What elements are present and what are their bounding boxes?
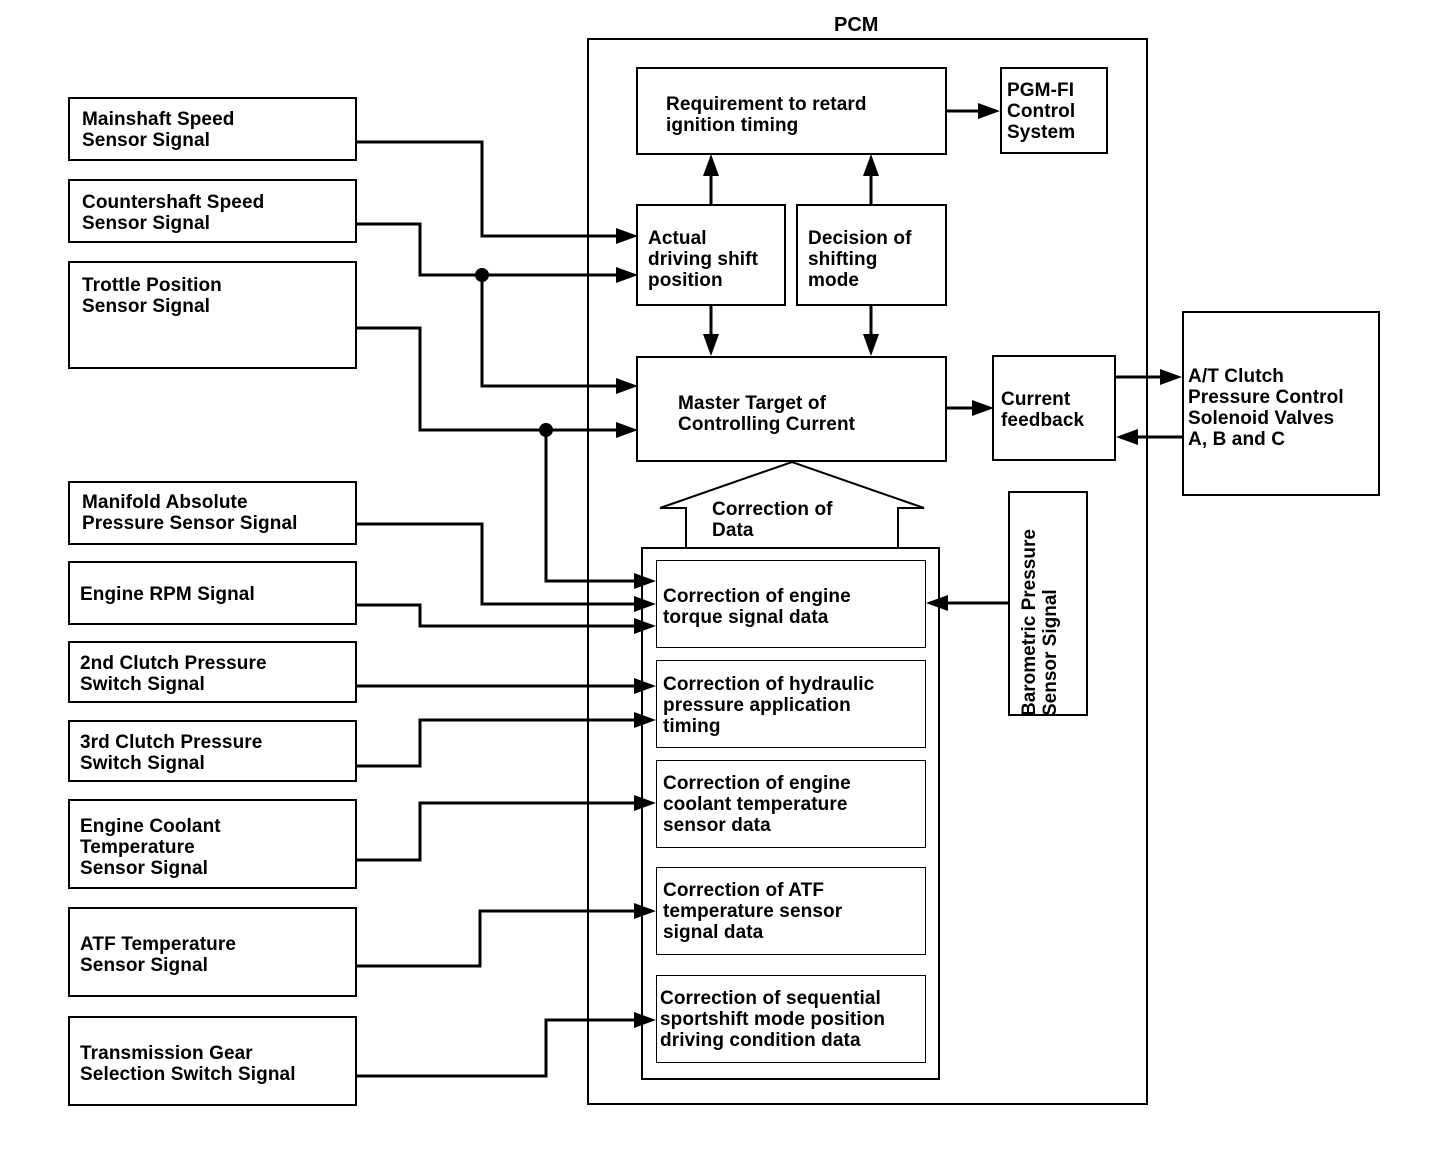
clutch2-switch-box: 2nd Clutch Pressure Switch Signal xyxy=(68,641,357,703)
throttle-position-sensor-label: Trottle Position Sensor Signal xyxy=(82,275,222,317)
clutch2-switch-label: 2nd Clutch Pressure Switch Signal xyxy=(80,653,267,695)
countershaft-speed-sensor-box: Countershaft Speed Sensor Signal xyxy=(68,179,357,243)
correction-hydraulic-label: Correction of hydraulic pressure applica… xyxy=(663,674,875,737)
gear-selection-switch-label: Transmission Gear Selection Switch Signa… xyxy=(80,1043,296,1085)
mainshaft-speed-sensor-box: Mainshaft Speed Sensor Signal xyxy=(68,97,357,161)
retard-ignition-label: Requirement to retard ignition timing xyxy=(666,94,867,136)
mainshaft-speed-sensor-label: Mainshaft Speed Sensor Signal xyxy=(82,109,235,151)
engine-rpm-box: Engine RPM Signal xyxy=(68,561,357,625)
throttle-position-sensor-box: Trottle Position Sensor Signal xyxy=(68,261,357,369)
gear-selection-switch-box: Transmission Gear Selection Switch Signa… xyxy=(68,1016,357,1106)
pgmfi-control-system-box: PGM-FI Control System xyxy=(1000,67,1108,154)
countershaft-speed-sensor-label: Countershaft Speed Sensor Signal xyxy=(82,192,265,234)
correction-hydraulic-box: Correction of hydraulic pressure applica… xyxy=(656,660,926,748)
map-sensor-box: Manifold Absolute Pressure Sensor Signal xyxy=(68,481,357,545)
correction-group-frame xyxy=(641,547,940,1080)
retard-ignition-box: Requirement to retard ignition timing xyxy=(636,67,947,155)
pgmfi-control-system-label: PGM-FI Control System xyxy=(1007,80,1076,143)
solenoid-valves-label: A/T Clutch Pressure Control Solenoid Val… xyxy=(1188,366,1344,450)
correction-atf-box: Correction of ATF temperature sensor sig… xyxy=(656,867,926,955)
actual-shift-position-box: Actual driving shift position xyxy=(636,204,786,306)
correction-sequential-label: Correction of sequential sportshift mode… xyxy=(660,988,886,1051)
arrowhead xyxy=(1160,369,1182,385)
map-sensor-label: Manifold Absolute Pressure Sensor Signal xyxy=(82,492,298,534)
pcm-frame xyxy=(587,38,1148,1105)
correction-sequential-box: Correction of sequential sportshift mode… xyxy=(656,975,926,1063)
correction-of-data-label: Correction of Data xyxy=(712,499,833,541)
correction-torque-box: Correction of engine torque signal data xyxy=(656,560,926,648)
pcm-title: PCM xyxy=(834,14,879,36)
master-target-label: Master Target of Controlling Current xyxy=(678,393,856,435)
atf-temp-sensor-box: ATF Temperature Sensor Signal xyxy=(68,907,357,997)
correction-torque-label: Correction of engine torque signal data xyxy=(663,586,851,628)
decision-shifting-mode-box: Decision of shifting mode xyxy=(796,204,947,306)
atf-temp-sensor-label: ATF Temperature Sensor Signal xyxy=(80,934,236,976)
engine-rpm-label: Engine RPM Signal xyxy=(80,584,255,605)
master-target-box: Master Target of Controlling Current xyxy=(636,356,947,462)
barometric-sensor-label: Barometric Pressure Sensor Signal xyxy=(1019,529,1061,716)
junction-dot xyxy=(539,423,553,437)
coolant-temp-sensor-box: Engine Coolant Temperature Sensor Signal xyxy=(68,799,357,889)
decision-shifting-mode-label: Decision of shifting mode xyxy=(808,228,912,291)
junction-dot xyxy=(475,268,489,282)
current-feedback-box: Current feedback xyxy=(992,355,1116,461)
clutch3-switch-label: 3rd Clutch Pressure Switch Signal xyxy=(80,732,263,774)
coolant-temp-sensor-label: Engine Coolant Temperature Sensor Signal xyxy=(80,816,221,879)
correction-coolant-label: Correction of engine coolant temperature… xyxy=(663,773,851,836)
solenoid-valves-box: A/T Clutch Pressure Control Solenoid Val… xyxy=(1182,311,1380,496)
correction-coolant-box: Correction of engine coolant temperature… xyxy=(656,760,926,848)
current-feedback-label: Current feedback xyxy=(1001,389,1085,431)
clutch3-switch-box: 3rd Clutch Pressure Switch Signal xyxy=(68,720,357,782)
barometric-sensor-box: Barometric Pressure Sensor Signal xyxy=(1008,491,1088,716)
correction-atf-label: Correction of ATF temperature sensor sig… xyxy=(663,880,843,943)
actual-shift-position-label: Actual driving shift position xyxy=(648,228,759,291)
